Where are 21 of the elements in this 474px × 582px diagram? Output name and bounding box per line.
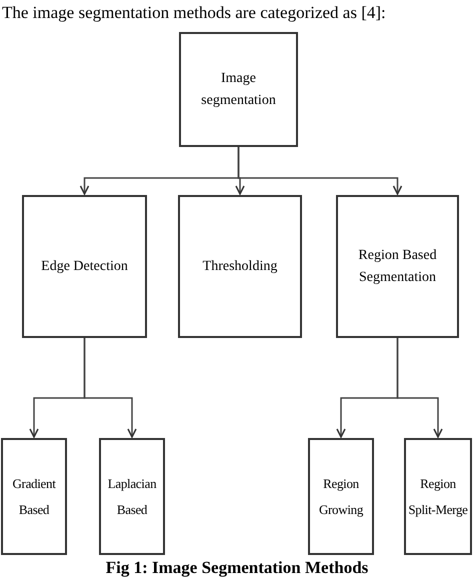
connector-arrow bbox=[84, 338, 137, 438]
figure-caption: Fig 1: Image Segmentation Methods bbox=[104, 558, 370, 578]
process-box bbox=[336, 195, 459, 338]
box-label: Image segmentation bbox=[200, 70, 277, 110]
process-box bbox=[99, 438, 165, 555]
box-label: Region Growing bbox=[318, 474, 364, 519]
connector-arrow bbox=[396, 338, 443, 438]
box-label: Gradient Based bbox=[11, 474, 57, 518]
process-box bbox=[308, 438, 374, 555]
box-label: Region Based Segmentation bbox=[357, 246, 438, 286]
process-box bbox=[404, 438, 472, 555]
box-label: Laplacian Based bbox=[106, 474, 158, 518]
box-label: Thresholding bbox=[202, 258, 278, 276]
box-label: Region Split-Merge bbox=[408, 474, 468, 519]
process-box bbox=[178, 195, 302, 338]
process-box bbox=[1, 438, 67, 555]
box-label: Edge Detection bbox=[41, 258, 128, 276]
process-box bbox=[22, 195, 147, 338]
process-box bbox=[179, 32, 298, 147]
intro-sentence: The image segmentation methods are categorized as [4]: bbox=[2, 3, 386, 23]
connector-arrow bbox=[238, 147, 402, 195]
